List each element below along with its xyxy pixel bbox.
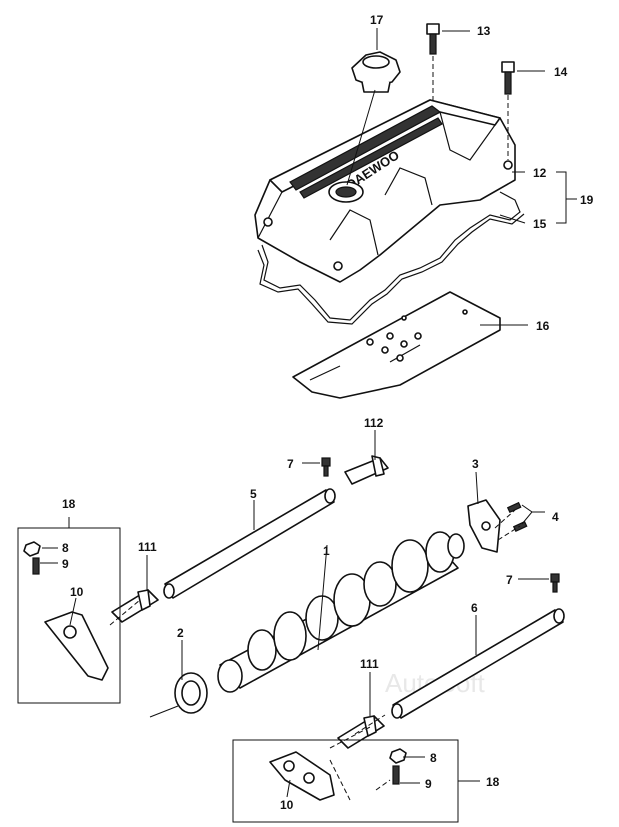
label-8-left: 8: [62, 541, 69, 555]
label-7-top: 7: [287, 457, 294, 471]
valve-cover: DAEWOO: [254, 99, 516, 283]
label-4: 4: [552, 510, 559, 524]
rocker-shaft-6: [391, 608, 565, 719]
label-9-left: 9: [62, 557, 69, 571]
label-2: 2: [177, 626, 184, 640]
label-1: 1: [323, 544, 330, 558]
bolt-13: [426, 23, 440, 55]
oil-filler-cap: [351, 51, 401, 93]
bolt-7-top: [321, 457, 331, 477]
support-bracket-112: [344, 455, 389, 485]
bracket-3: [467, 499, 501, 553]
bolt-7-bottom: [550, 573, 560, 593]
label-10-right: 10: [280, 798, 294, 812]
label-8-right: 8: [430, 751, 437, 765]
label-6: 6: [471, 601, 478, 615]
label-19: 19: [580, 193, 594, 207]
label-13: 13: [477, 24, 491, 38]
baffle-plate: [292, 291, 501, 399]
leader-lines: [40, 28, 577, 801]
bolt-14: [501, 61, 515, 95]
label-18-right: 18: [486, 775, 500, 789]
label-10-left: 10: [70, 585, 84, 599]
label-15: 15: [533, 217, 547, 231]
label-12: 12: [533, 166, 547, 180]
rocker-arm-right: [269, 751, 335, 801]
label-14: 14: [554, 65, 568, 79]
label-9-right: 9: [425, 777, 432, 791]
camshaft: [217, 531, 465, 693]
nut-8-left: [23, 541, 41, 557]
rocker-arm-left: [44, 611, 109, 681]
rocker-shaft-5: [163, 488, 336, 599]
nut-8-right: [389, 748, 407, 764]
label-5: 5: [250, 487, 257, 501]
label-16: 16: [536, 319, 550, 333]
adjust-screw-9-left: [32, 557, 40, 575]
label-111-bottom: 111: [360, 657, 379, 671]
screws-4: [506, 501, 528, 533]
label-3: 3: [472, 457, 479, 471]
adjust-screw-9-right: [392, 765, 400, 785]
label-112: 112: [364, 416, 384, 430]
oil-seal: [174, 672, 208, 714]
cover-gasket: [257, 191, 525, 325]
label-111-top: 111: [138, 540, 157, 554]
label-18-left: 18: [62, 497, 76, 511]
label-7-bottom: 7: [506, 573, 513, 587]
label-17: 17: [370, 13, 384, 27]
